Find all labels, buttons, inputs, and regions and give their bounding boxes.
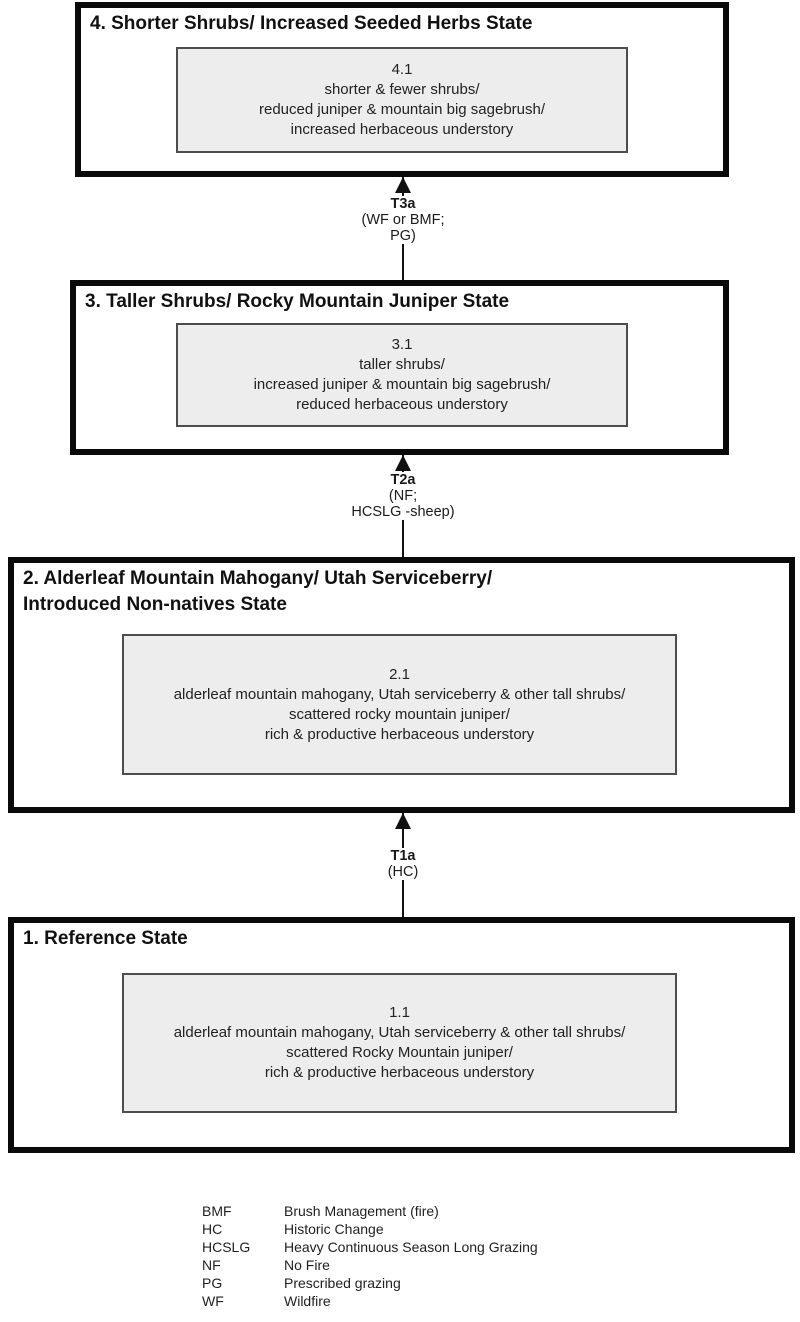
- arrow-up-icon: [395, 813, 411, 829]
- legend-label: Historic Change: [284, 1221, 384, 1237]
- state-1-title-line: 1. Reference State: [23, 928, 188, 949]
- legend-row: BMF Brush Management (fire): [202, 1202, 538, 1220]
- transition-t2a-detail: (NF;: [385, 488, 421, 504]
- legend-label: Prescribed grazing: [284, 1275, 401, 1291]
- community-box-4-1: 4.1 shorter & fewer shrubs/ reduced juni…: [176, 47, 628, 153]
- community-1-1-line: rich & productive herbaceous understory: [264, 1064, 535, 1081]
- community-2-1-line: rich & productive herbaceous understory: [264, 725, 535, 743]
- legend-row: HC Historic Change: [202, 1220, 538, 1238]
- community-2-1-line: alderleaf mountain mahogany, Utah servic…: [173, 685, 626, 703]
- community-1-1-id: 1.1: [389, 1004, 410, 1021]
- transition-t1a-detail: (HC): [384, 864, 422, 880]
- legend-label: Brush Management (fire): [284, 1203, 439, 1219]
- community-4-1-line: shorter & fewer shrubs/: [324, 81, 480, 98]
- transition-t3a-code: T3a: [387, 196, 419, 212]
- legend-row: PG Prescribed grazing: [202, 1274, 538, 1292]
- transition-t2a-code: T2a: [387, 472, 419, 488]
- community-1-1-line: alderleaf mountain mahogany, Utah servic…: [173, 1024, 626, 1041]
- legend-row: WF Wildfire: [202, 1292, 538, 1310]
- state-box-1: 1. Reference State 1.1 alderleaf mountai…: [8, 917, 795, 1153]
- community-3-1-id: 3.1: [391, 336, 413, 353]
- community-2-1-line: scattered rocky mountain juniper/: [289, 705, 510, 723]
- legend-label: Heavy Continuous Season Long Grazing: [284, 1239, 538, 1255]
- legend-label: No Fire: [284, 1257, 330, 1273]
- state-box-4: 4. Shorter Shrubs/ Increased Seeded Herb…: [75, 2, 729, 177]
- legend-abbr: PG: [202, 1275, 223, 1291]
- legend-abbr: WF: [202, 1293, 224, 1309]
- community-3-1-line: taller shrubs/: [359, 356, 445, 373]
- community-2-1-id: 2.1: [389, 665, 410, 683]
- community-box-1-1: 1.1 alderleaf mountain mahogany, Utah se…: [122, 973, 677, 1113]
- legend: BMF Brush Management (fire) HC Historic …: [202, 1202, 538, 1310]
- community-4-1-id: 4.1: [391, 61, 413, 78]
- community-4-1-line: increased herbaceous understory: [290, 121, 514, 138]
- arrow-up-icon: [395, 177, 411, 193]
- state-2-title: 2. Alderleaf Mountain Mahogany/ Utah Ser…: [14, 563, 789, 618]
- legend-abbr: NF: [202, 1257, 221, 1273]
- state-3-title: 3. Taller Shrubs/ Rocky Mountain Juniper…: [76, 286, 723, 315]
- community-1-1-line: scattered Rocky Mountain juniper/: [286, 1044, 513, 1061]
- legend-row: HCSLG Heavy Continuous Season Long Grazi…: [202, 1238, 538, 1256]
- community-3-1-line: increased juniper & mountain big sagebru…: [253, 376, 551, 393]
- transition-t1a-label: T1a (HC): [293, 848, 513, 880]
- state-4-title: 4. Shorter Shrubs/ Increased Seeded Herb…: [81, 8, 723, 37]
- state-3-title-line: 3. Taller Shrubs/ Rocky Mountain Juniper…: [85, 291, 510, 312]
- community-4-1-line: reduced juniper & mountain big sagebrush…: [258, 101, 546, 118]
- transition-t1a-code: T1a: [387, 848, 419, 864]
- transition-t3a-detail: PG): [387, 228, 419, 244]
- legend-label: Wildfire: [284, 1293, 331, 1309]
- community-3-1-line: reduced herbaceous understory: [296, 396, 508, 413]
- transition-t2a-detail: HCSLG -sheep): [348, 504, 458, 520]
- legend-abbr: HC: [202, 1221, 223, 1237]
- legend-abbr: HCSLG: [202, 1239, 251, 1255]
- state-1-title: 1. Reference State: [14, 923, 789, 952]
- community-box-2-1: 2.1 alderleaf mountain mahogany, Utah se…: [122, 634, 677, 775]
- transition-t3a-label: T3a (WF or BMF; PG): [293, 196, 513, 244]
- transition-t2a-label: T2a (NF; HCSLG -sheep): [293, 472, 513, 520]
- legend-abbr: BMF: [202, 1203, 232, 1219]
- community-box-3-1: 3.1 taller shrubs/ increased juniper & m…: [176, 323, 628, 427]
- arrow-up-icon: [395, 455, 411, 471]
- legend-row: NF No Fire: [202, 1256, 538, 1274]
- state-box-3: 3. Taller Shrubs/ Rocky Mountain Juniper…: [70, 280, 729, 455]
- state-box-2: 2. Alderleaf Mountain Mahogany/ Utah Ser…: [8, 557, 795, 813]
- state-4-title-line: 4. Shorter Shrubs/ Increased Seeded Herb…: [90, 13, 533, 34]
- state-2-title-line: Introduced Non-natives State: [23, 594, 287, 615]
- transition-t3a-detail: (WF or BMF;: [358, 212, 448, 228]
- state-2-title-line: 2. Alderleaf Mountain Mahogany/ Utah Ser…: [23, 568, 493, 589]
